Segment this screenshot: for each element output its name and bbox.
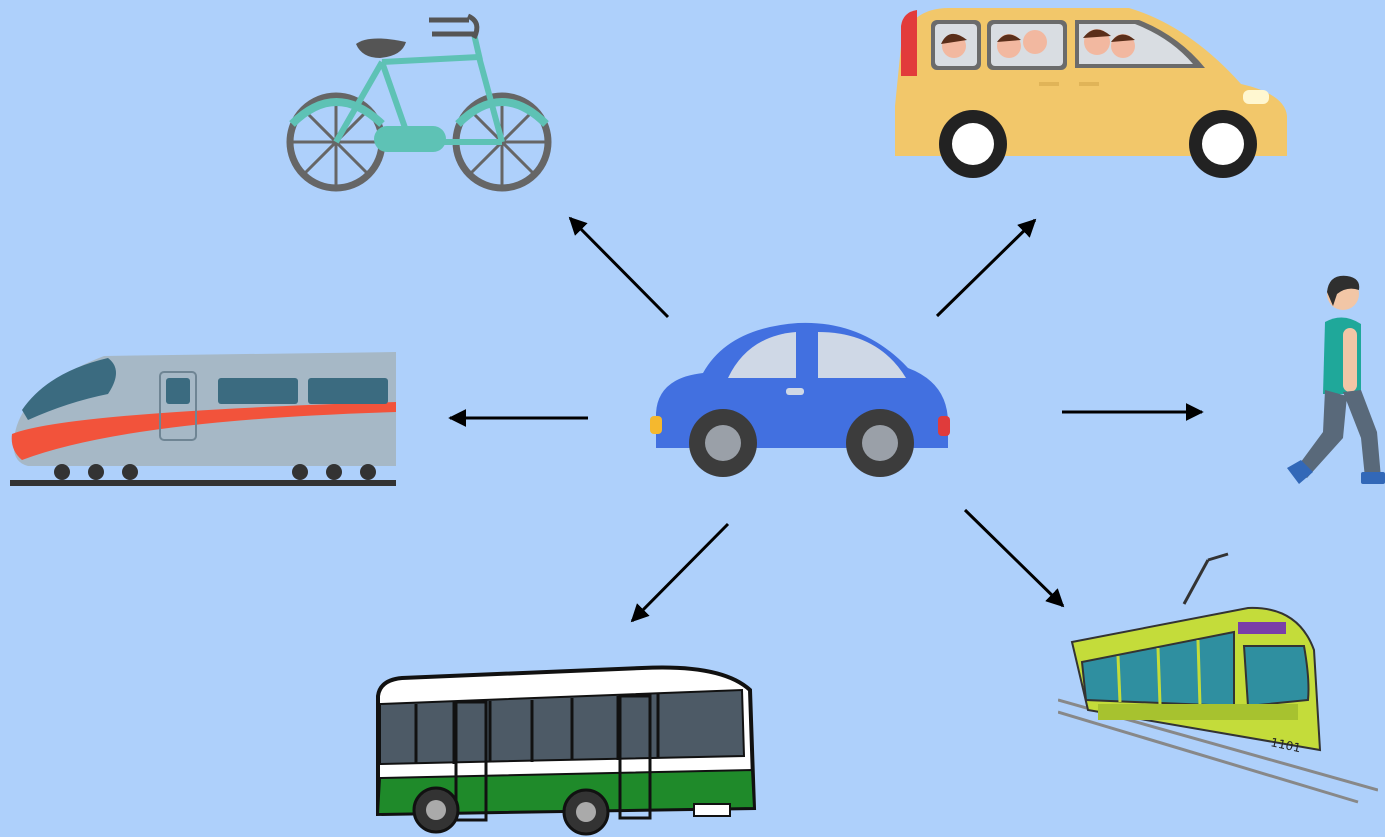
car-icon xyxy=(648,318,953,483)
high-speed-train-icon xyxy=(8,350,398,490)
bicycle-icon xyxy=(284,12,556,194)
tram-icon: 1101 xyxy=(1058,550,1378,810)
tram-number: 1101 xyxy=(1269,735,1302,755)
van-icon xyxy=(889,6,1291,181)
arrow-to-van xyxy=(935,218,1037,318)
walking-person-icon xyxy=(1285,272,1385,492)
arrow-to-tram xyxy=(963,508,1065,608)
arrow-to-bicycle xyxy=(568,216,670,319)
arrow-to-bus xyxy=(630,522,730,623)
bus-icon xyxy=(372,660,762,836)
